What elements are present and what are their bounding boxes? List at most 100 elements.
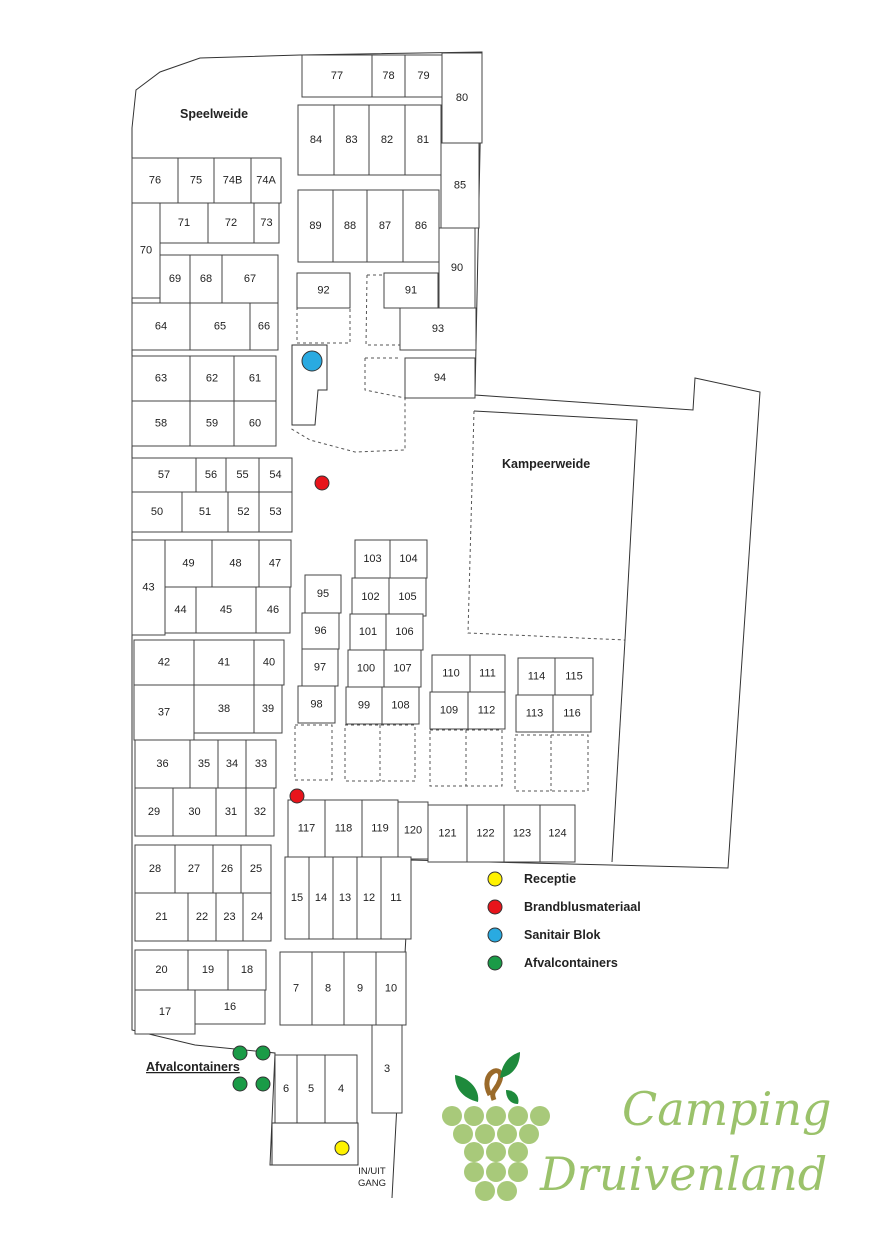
legend-marker-afvalcontainers (487, 955, 503, 971)
lot-119 (361, 799, 399, 858)
lot-4 (324, 1054, 358, 1124)
lot-66 (249, 302, 279, 351)
lot-label-10: 10 (385, 983, 397, 995)
lot-75 (177, 157, 215, 204)
lot-label-53: 53 (269, 506, 281, 518)
grape-bunch-icon (442, 1106, 550, 1201)
lot-label-13: 13 (339, 892, 351, 904)
lot-label-97: 97 (314, 662, 326, 674)
grape-leaf-icon (500, 1052, 520, 1078)
lot-label-18: 18 (241, 964, 253, 976)
lot-label-30: 30 (188, 806, 200, 818)
lot-label-19: 19 (202, 964, 214, 976)
lot-label-4: 4 (338, 1083, 344, 1095)
lot-17 (134, 989, 196, 1035)
legend-label-receptie: Receptie (524, 872, 576, 886)
waste-container-marker-3 (232, 1076, 248, 1092)
lot-79 (404, 54, 443, 98)
lot-label-23: 23 (223, 911, 235, 923)
lot-74A (250, 157, 282, 204)
lot-label-81: 81 (417, 134, 429, 146)
lot-label-58: 58 (155, 418, 167, 430)
lot-37 (133, 684, 195, 741)
lot-label-9: 9 (357, 983, 363, 995)
grape-icon (486, 1142, 506, 1162)
lot-label-95: 95 (317, 588, 329, 600)
lot-label-55: 55 (236, 469, 248, 481)
grape-stem-icon (484, 1068, 504, 1101)
lot-label-45: 45 (220, 604, 232, 616)
lot-62 (189, 355, 235, 402)
lot-64 (131, 302, 191, 351)
gate-label-line1: IN/UIT (358, 1166, 386, 1177)
lot-label-52: 52 (237, 506, 249, 518)
lot-97 (301, 648, 339, 687)
lot-118 (324, 799, 363, 858)
legend-marker-brandblusmateriaal (487, 899, 503, 915)
lot-label-66: 66 (258, 321, 270, 333)
lot-115 (554, 657, 594, 696)
lot-51 (181, 491, 229, 533)
lot-60 (233, 400, 277, 447)
lot-label-65: 65 (214, 321, 226, 333)
lot-label-71: 71 (178, 217, 190, 229)
grape-icon (464, 1106, 484, 1126)
lot-label-106: 106 (395, 626, 413, 638)
lot-label-39: 39 (262, 703, 274, 715)
lot-98 (297, 685, 336, 724)
grape-icon (519, 1124, 539, 1144)
fire-extinguisher-marker-2 (289, 788, 305, 804)
grape-leaf-icon (455, 1075, 479, 1102)
legend-label-sanitair-blok: Sanitair Blok (524, 928, 600, 942)
lot-58 (131, 400, 191, 447)
lot-39 (253, 684, 283, 734)
lot-label-8: 8 (325, 983, 331, 995)
lot-85 (440, 142, 480, 229)
lot-46 (255, 586, 291, 634)
lot-19 (187, 949, 229, 991)
lot-label-26: 26 (221, 863, 233, 875)
lot-label-11: 11 (390, 892, 401, 904)
grape-leaf-icon (506, 1090, 519, 1104)
lot-label-29: 29 (148, 806, 160, 818)
lot-label-77: 77 (331, 70, 343, 82)
lot-label-115: 115 (565, 671, 583, 683)
lot-label-104: 104 (399, 553, 417, 565)
grape-icon (508, 1162, 528, 1182)
lot-label-68: 68 (200, 273, 212, 285)
lot-label-94: 94 (434, 372, 446, 384)
dashed-plots (289, 274, 589, 792)
lot-label-76: 76 (149, 175, 161, 187)
lot-label-124: 124 (548, 828, 566, 840)
lot-44 (164, 586, 197, 634)
lot-label-36: 36 (156, 758, 168, 770)
lot-88 (332, 189, 368, 263)
lot-5 (296, 1054, 326, 1124)
grape-icon (442, 1106, 462, 1126)
lot-label-3: 3 (384, 1063, 390, 1075)
lot-124 (539, 804, 576, 863)
lot-26 (212, 844, 242, 894)
lot-label-93: 93 (432, 323, 444, 335)
lot-label-31: 31 (225, 806, 237, 818)
lot-52 (227, 491, 260, 533)
lot-112 (467, 691, 506, 730)
lot-10 (375, 951, 407, 1026)
grape-icon (486, 1106, 506, 1126)
sanitair-block-outline (291, 344, 328, 426)
lot-label-38: 38 (218, 703, 230, 715)
lot-123 (503, 804, 541, 863)
lot-100 (347, 649, 385, 688)
lot-72 (207, 202, 255, 244)
area-label-speelweide: Speelweide (180, 107, 248, 121)
area-label-afvalcontainers: Afvalcontainers (146, 1060, 240, 1074)
brand-line1: Camping (622, 1082, 831, 1136)
lot-91 (383, 272, 439, 309)
lot-105 (388, 577, 427, 617)
grape-icon (464, 1142, 484, 1162)
lot-59 (189, 400, 235, 447)
lot-30 (172, 787, 217, 837)
lot-label-43: 43 (142, 582, 154, 594)
lot-label-79: 79 (417, 70, 429, 82)
